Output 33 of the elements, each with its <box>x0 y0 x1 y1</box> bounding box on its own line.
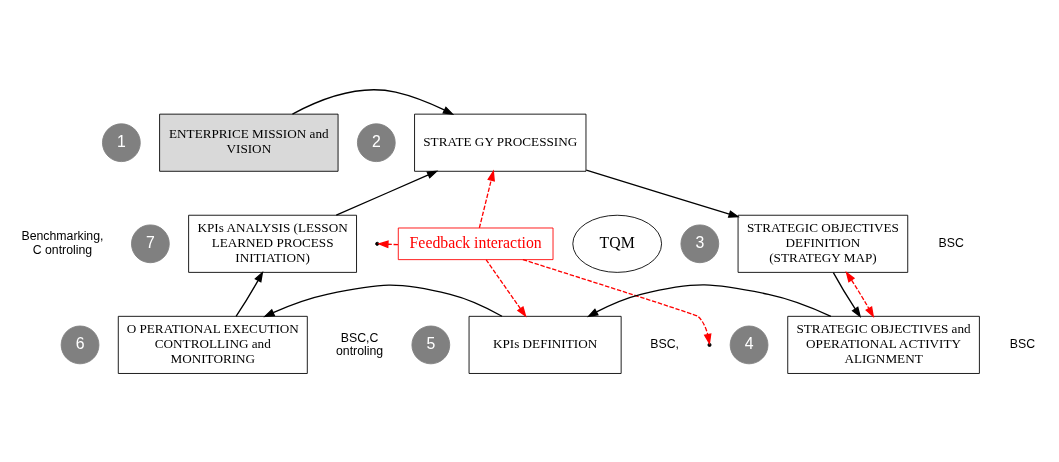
label: BSC <box>1009 336 1036 351</box>
node-ellipse: TQM <box>572 214 663 273</box>
label: BSC,C ontroling <box>336 330 384 358</box>
node-box: STRATEGIC OBJECTIVES and OPERATIONAL ACTIVITY ALIGNMENT <box>787 315 980 374</box>
label: BSC <box>938 235 964 250</box>
arrow <box>235 270 264 317</box>
arrow <box>335 170 439 216</box>
node-circle: 2 <box>356 122 396 162</box>
node-box: Feedback interaction <box>397 227 554 260</box>
arrow <box>522 258 712 345</box>
node-box: STRATE GY PROCESSING <box>414 113 587 172</box>
node-box: ENTERPRICE MISSION and VISION <box>159 113 339 172</box>
node-box: STRATEGIC OBJECTIVES DEFINITION (STRATEGY MAP) <box>737 214 909 273</box>
node-circle: 1 <box>102 122 141 162</box>
node-circle: 3 <box>680 223 720 263</box>
arrow <box>845 270 875 318</box>
arrow <box>291 88 455 115</box>
node-box: KPIs DEFINITION <box>468 315 622 374</box>
arrow <box>586 283 832 317</box>
node-circle: 7 <box>131 223 170 263</box>
label: Benchmarking, C ontroling <box>21 228 104 257</box>
arrow <box>832 271 862 318</box>
label: BSC, <box>650 336 680 351</box>
node-box: KPIs ANALYSIS (LESSON LEARNED PROCESS INITIATION) <box>188 214 357 273</box>
arrow <box>478 169 495 228</box>
arrow <box>377 239 399 248</box>
node-box: O PERATIONAL EXECUTION CONTROLLING and MONITORING <box>117 315 308 374</box>
arrow <box>263 284 503 317</box>
node-circle: 4 <box>729 325 769 364</box>
arrow <box>585 168 740 218</box>
node-circle: 5 <box>411 325 451 364</box>
node-circle: 6 <box>60 325 100 364</box>
arrow <box>485 258 527 318</box>
